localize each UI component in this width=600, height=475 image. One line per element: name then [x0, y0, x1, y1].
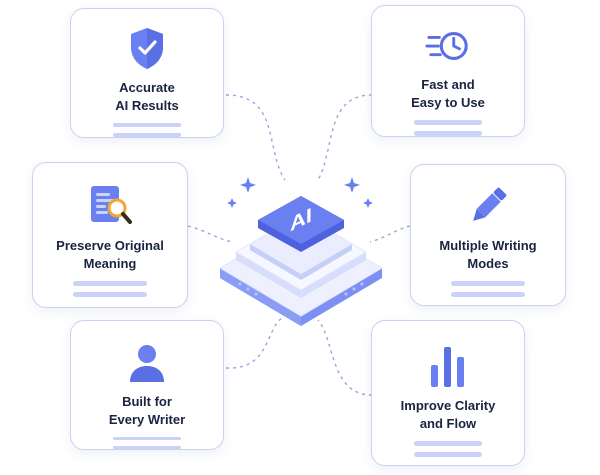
placeholder-bar	[414, 452, 482, 457]
connector-modes	[369, 225, 411, 243]
placeholder-bar	[113, 446, 181, 449]
shield-check-icon	[124, 25, 170, 71]
placeholder-bar	[73, 292, 147, 297]
placeholder-bar	[414, 441, 482, 446]
card-improve-clarity-and-flow: Improve Clarity and Flow	[371, 320, 525, 466]
placeholder-bar	[451, 281, 525, 286]
card-title: Multiple Writing Modes	[439, 238, 537, 271]
card-built-for-every-writer: Built for Every Writer	[70, 320, 224, 450]
card-multiple-writing-modes: Multiple Writing Modes	[410, 164, 566, 306]
connector-preserve	[187, 225, 233, 243]
connector-accurate	[225, 94, 286, 181]
placeholder-bar	[451, 292, 525, 297]
card-title: Preserve Original Meaning	[56, 238, 164, 271]
sparkle-icon	[227, 177, 373, 208]
card-accurate-ai-results: Accurate AI Results	[70, 8, 224, 138]
connector-clarity	[317, 319, 373, 396]
placeholder-bar	[113, 437, 181, 440]
placeholder-bar	[113, 133, 181, 137]
placeholder-bar	[414, 120, 482, 126]
document-search-icon	[87, 183, 133, 229]
placeholder-bar	[113, 123, 181, 127]
fast-clock-icon	[425, 24, 471, 68]
card-title: Accurate AI Results	[115, 80, 179, 113]
placeholder-bar	[414, 131, 482, 137]
card-title: Built for Every Writer	[108, 394, 186, 427]
card-title: Improve Clarity and Flow	[400, 398, 496, 431]
placeholder-bar	[73, 281, 147, 286]
card-title: Fast and Easy to Use	[411, 77, 485, 111]
pencil-icon	[465, 183, 511, 229]
bar-chart-icon	[425, 343, 471, 389]
card-fast-and-easy: Fast and Easy to Use	[371, 5, 525, 137]
card-preserve-original-meaning: Preserve Original Meaning	[32, 162, 188, 308]
user-icon	[124, 341, 170, 385]
